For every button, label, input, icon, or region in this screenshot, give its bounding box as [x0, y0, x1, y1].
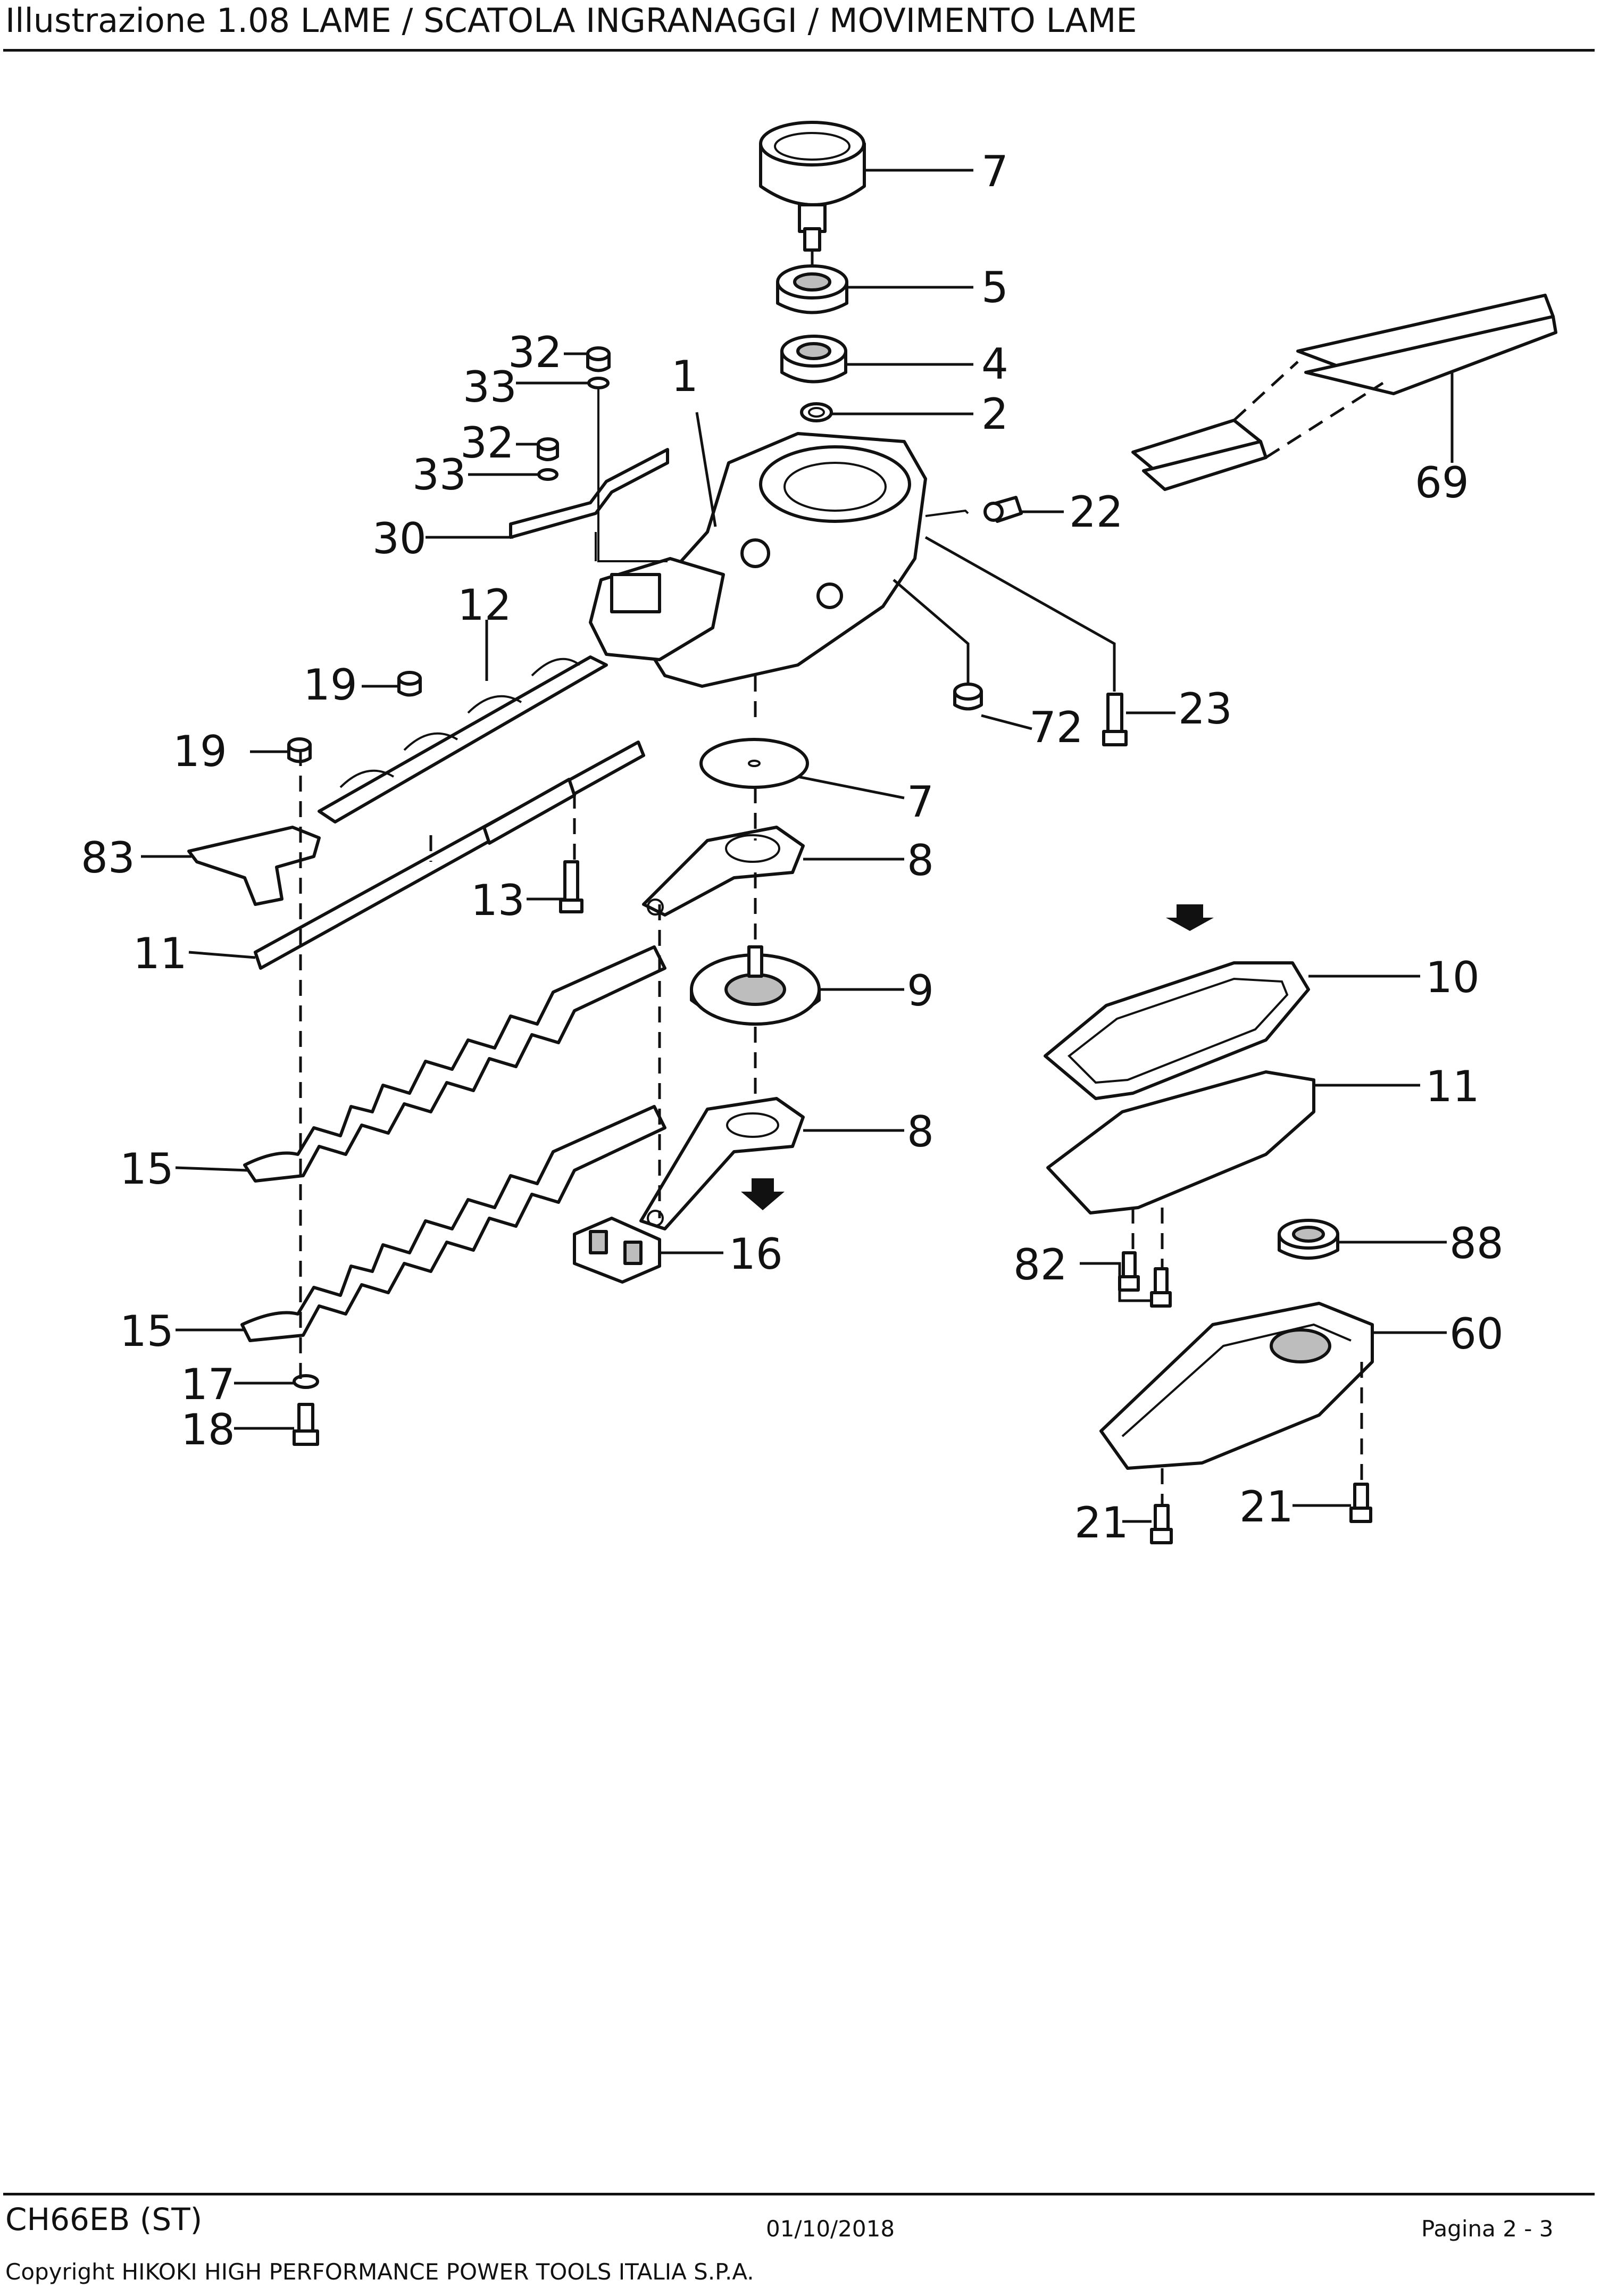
callout-13: 12 — [457, 580, 512, 630]
callout-21b: 21 — [1239, 1482, 1294, 1532]
part-7-disc — [699, 738, 809, 789]
callout-4: 5 — [981, 263, 1008, 312]
callout-82: 82 — [1013, 1240, 1068, 1290]
footer-divider — [3, 2193, 1595, 2195]
callout-22: 22 — [1069, 487, 1123, 537]
callout-17: 17 — [181, 1360, 235, 1409]
callout-23: 23 — [1178, 684, 1232, 734]
callout-9: 9 — [907, 966, 934, 1016]
part-10-gasket — [1044, 961, 1310, 1100]
part-13-spacer — [318, 655, 608, 823]
callout-60: 60 — [1449, 1309, 1504, 1359]
part-60-gear-case — [1099, 1302, 1374, 1470]
callout-33b: 33 — [412, 450, 466, 500]
page-header: Illustrazione 1.08 LAME / SCATOLA INGRAN… — [0, 0, 1601, 53]
part-5-cup — [759, 121, 866, 252]
callout-21a: 21 — [1074, 1498, 1129, 1548]
callout-19b: 19 — [173, 727, 227, 776]
callout-labels: 7 5 4 2 1 22 23 72 69 32 33 32 33 30 12 … — [81, 147, 1504, 1548]
part-19-nut-upper — [397, 671, 422, 697]
callout-1: 1 — [671, 352, 698, 401]
part-4-bearing — [776, 264, 848, 314]
callout-11: 11 — [1425, 1062, 1480, 1111]
callout-72: 72 — [1029, 703, 1083, 752]
callout-32b: 32 — [460, 418, 514, 468]
callout-83: 83 — [81, 833, 135, 883]
footer-model: CH66EB (ST) — [5, 2201, 203, 2237]
part-22-grease-nipple — [983, 496, 1023, 523]
callout-10: 10 — [1425, 953, 1480, 1002]
part-11-cover-plate — [1046, 1070, 1315, 1214]
callout-5: 7 — [981, 147, 1008, 196]
callout-2: 2 — [981, 389, 1008, 439]
page-title: Illustrazione 1.08 LAME / SCATOLA INGRAN… — [5, 1, 1137, 40]
part-14-bolt — [559, 860, 583, 913]
part-88-bearing — [1278, 1219, 1339, 1260]
part-33-washer-lower — [537, 468, 558, 481]
part-9-gear — [690, 945, 821, 1026]
header-divider — [3, 49, 1595, 52]
part-8-crank-plate-upper — [642, 826, 805, 917]
callout-32a: 32 — [508, 328, 562, 377]
callout-8b: 8 — [907, 1107, 934, 1157]
footer-page-number: Pagina 2 - 3 — [1421, 2216, 1554, 2242]
callout-33a: 33 — [463, 362, 517, 412]
part-32-nut-lower — [537, 437, 559, 461]
callout-30: 30 — [372, 514, 427, 563]
footer-copyright: Copyright HIKOKI HIGH PERFORMANCE POWER … — [5, 2259, 754, 2285]
footer-date: 01/10/2018 — [766, 2216, 895, 2242]
callout-88: 88 — [1449, 1219, 1504, 1268]
part-69-blade-cover — [1131, 294, 1557, 491]
part-1-gear-housing — [589, 432, 927, 688]
callout-15b: 15 — [120, 1307, 174, 1356]
part-21-screw-left — [1150, 1504, 1173, 1544]
callout-7: 7 — [907, 777, 934, 827]
part-18-bolt — [293, 1403, 319, 1446]
part-12-guide-bar — [254, 741, 645, 970]
part-15-blade-upper — [243, 945, 666, 1183]
part-2-snap-ring — [800, 402, 833, 422]
part-23-bolt — [1102, 693, 1128, 746]
callout-69: 69 — [1415, 458, 1469, 508]
assembly-lines — [299, 250, 1363, 1505]
callout-3: 4 — [981, 339, 1008, 389]
callout-14: 13 — [471, 876, 525, 925]
exploded-parts-diagram: 7 5 4 2 1 22 23 72 69 32 33 32 33 30 12 … — [81, 121, 1557, 1548]
part-72-nut — [953, 683, 983, 711]
callout-12: 11 — [133, 929, 187, 978]
leader-lines — [141, 169, 1454, 1523]
callout-15a: 15 — [120, 1144, 174, 1194]
callout-8a: 8 — [907, 836, 934, 885]
part-16-block — [573, 1217, 661, 1284]
part-33-washer-upper — [587, 377, 610, 389]
part-3-bearing — [780, 335, 847, 384]
callout-19a: 19 — [303, 660, 357, 710]
arrow-down-icon — [1166, 904, 1214, 931]
arrow-down-icon — [741, 1178, 785, 1210]
part-21-screw-right — [1349, 1483, 1372, 1523]
part-83-blade-guide — [187, 826, 321, 906]
callout-18: 18 — [181, 1405, 235, 1454]
callout-16: 16 — [729, 1229, 783, 1279]
part-32-nut-upper — [586, 346, 611, 372]
part-8-crank-plate-lower — [639, 1097, 805, 1230]
part-17-washer — [293, 1374, 319, 1389]
part-30-plate — [509, 448, 669, 539]
part-15-blade-lower — [240, 1105, 666, 1342]
